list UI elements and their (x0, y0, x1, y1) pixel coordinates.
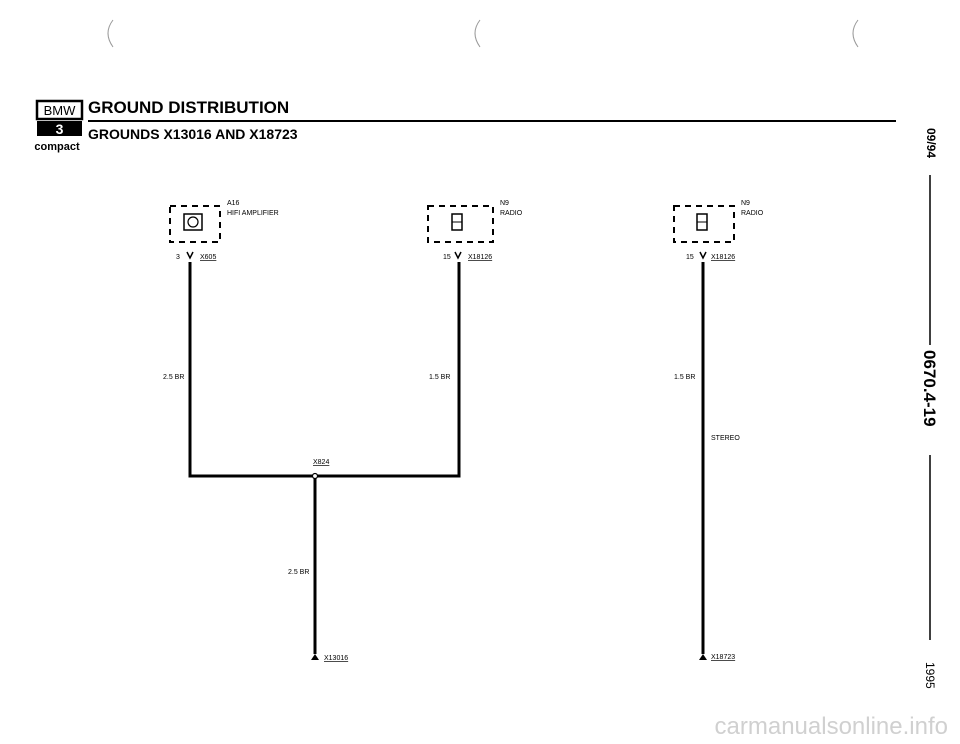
binder-mark (474, 19, 481, 48)
ground-icon (699, 654, 707, 660)
component-box (427, 205, 494, 243)
year-label: 1995 (923, 662, 937, 689)
component-id: A16 (227, 200, 240, 207)
ground-x18723: X18723 (699, 654, 735, 661)
wire-label: 2.5 BR (163, 374, 184, 381)
splice-x824: X824 (311, 459, 329, 480)
connector-label: X18126 (468, 254, 492, 261)
page-title: GROUND DISTRIBUTION (88, 98, 289, 117)
doc-number: 0670.4-19 (920, 350, 939, 427)
component-name: RADIO (500, 210, 523, 217)
ground-icon (311, 654, 319, 660)
splice-dot (311, 472, 319, 480)
logo-model: 3 (56, 121, 64, 137)
connector-pin-icon (699, 251, 707, 260)
page-subtitle: GROUNDS X13016 AND X18723 (88, 126, 298, 142)
splice-label: X824 (313, 459, 329, 466)
component-name: RADIO (741, 210, 764, 217)
date-label: 09/94 (924, 128, 938, 158)
ground-label: X18723 (711, 654, 735, 661)
component-id: N9 (500, 200, 509, 207)
stereo-note: STEREO (711, 435, 740, 442)
pin-number: 3 (176, 254, 180, 261)
logo-variant: compact (34, 141, 80, 153)
wire-loop (188, 262, 461, 478)
wire-label: 1.5 BR (429, 374, 450, 381)
wire-label: 2.5 BR (288, 569, 309, 576)
binder-mark (852, 19, 859, 48)
component-a16: A16 HIFI AMPLIFIER 3 X605 (169, 200, 279, 261)
bmw-3-logo: BMW 3 compact (34, 99, 84, 153)
binder-mark (107, 19, 114, 48)
pin-number: 15 (443, 254, 451, 261)
connector-pin-icon (186, 251, 194, 260)
ground-label: X13016 (324, 655, 348, 662)
component-id: N9 (741, 200, 750, 207)
connector-label: X605 (200, 254, 216, 261)
component-box (169, 205, 221, 243)
ground-x13016: X13016 (311, 654, 348, 662)
wires (188, 262, 705, 654)
component-n9-left: N9 RADIO 15 X18126 (427, 200, 523, 261)
right-margin: 09/94 0670.4-19 1995 (920, 128, 939, 689)
component-n9-right: N9 RADIO 15 X18126 (673, 200, 764, 261)
pin-number: 15 (686, 254, 694, 261)
watermark: carmanualsonline.info (715, 713, 948, 740)
wire-label: 1.5 BR (674, 374, 695, 381)
amplifier-icon (183, 213, 203, 231)
component-box (673, 205, 735, 243)
connector-pin-icon (454, 251, 462, 260)
logo-brand: BMW (44, 103, 77, 118)
component-name: HIFI AMPLIFIER (227, 210, 279, 217)
connector-label: X18126 (711, 254, 735, 261)
